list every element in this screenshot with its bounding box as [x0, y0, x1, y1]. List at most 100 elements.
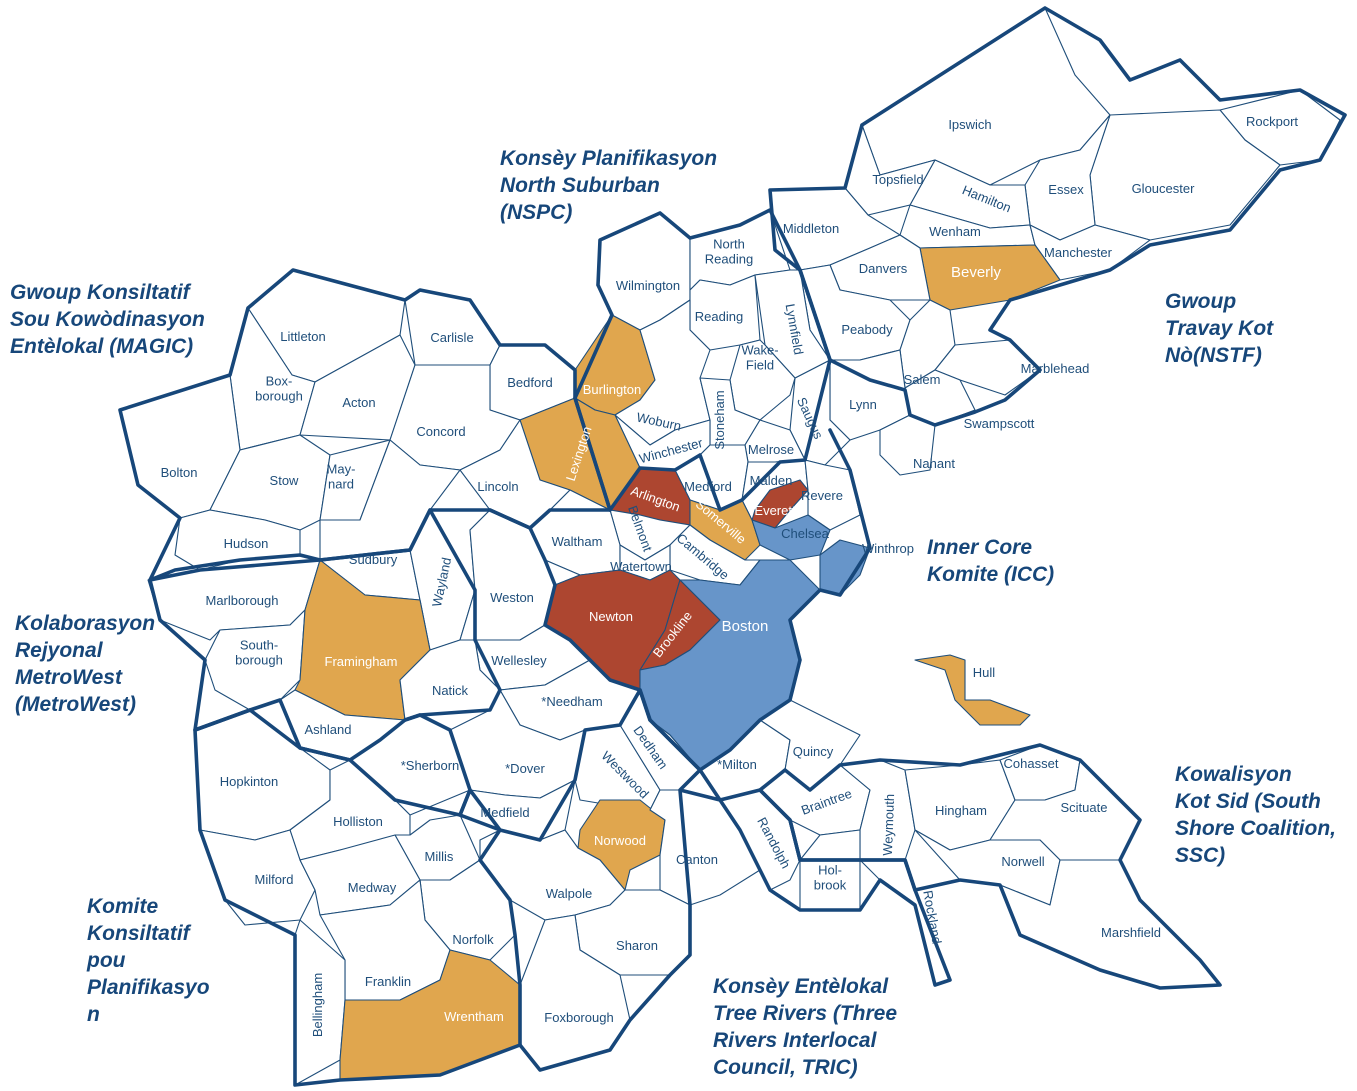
town-label: Danvers: [859, 261, 908, 276]
town-label: Gloucester: [1132, 181, 1196, 196]
town-label: Acton: [342, 395, 375, 410]
town-label: Middleton: [783, 221, 839, 236]
town-label: Hull: [973, 665, 996, 680]
town-label: Bedford: [507, 375, 553, 390]
town-shape-revere: [804, 459, 861, 531]
town-label: *Dover: [505, 761, 545, 776]
region-label-magic: Gwoup Konsiltatif Sou Kowòdinasyon Entèl…: [10, 281, 205, 358]
town-label: Scituate: [1061, 800, 1108, 815]
town-label: Ipswich: [948, 117, 991, 132]
town-label: Rockport: [1246, 114, 1298, 129]
town-label: Marblehead: [1021, 361, 1090, 376]
town-label: Sudbury: [349, 552, 398, 567]
region-label-nstf: Gwoup Travay Kot Nò(NSTF): [1165, 290, 1274, 367]
town-label: Wilmington: [616, 278, 680, 293]
town-label: Beverly: [951, 264, 1002, 281]
town-label: Medford: [684, 479, 732, 494]
town-label: Nahant: [913, 456, 955, 471]
town-label: Stoneham: [712, 390, 727, 449]
region-label-nspc: Konsèy Planifikasyon North Suburban (NSP…: [500, 147, 718, 224]
town-label: Boston: [722, 618, 769, 635]
town-label: Wake-Field: [741, 343, 778, 373]
town-label: Medfield: [480, 805, 529, 820]
town-label: Weymouth: [880, 794, 897, 856]
town-label: Stow: [270, 473, 300, 488]
town-label: Revere: [801, 488, 843, 503]
town-label: Wellesley: [491, 653, 547, 668]
town-label: Millis: [425, 849, 454, 864]
town-label: May-nard: [327, 462, 356, 492]
town-label: Framingham: [325, 654, 398, 669]
town-label: Newton: [589, 609, 633, 624]
town-label: *Milton: [717, 757, 757, 772]
town-shape-everett: [751, 479, 809, 529]
town-label: *Sherborn: [401, 758, 460, 773]
town-label: Walpole: [546, 886, 592, 901]
town-label: Norwood: [594, 833, 646, 848]
boundary-icc-west: [488, 428, 872, 772]
town-label: Foxborough: [544, 1010, 613, 1025]
town-label: Chelsea: [781, 526, 829, 541]
region-label-metrowest: Kolaborasyon Rejyonal MetroWest (MetroWe…: [15, 612, 156, 716]
town-label: Hingham: [935, 803, 987, 818]
town-label: Concord: [416, 424, 465, 439]
town-label: Weston: [490, 590, 534, 605]
town-label: Hudson: [224, 536, 269, 551]
town-label: Holliston: [333, 814, 383, 829]
region-label-tric: Konsèy Entèlokal Tree Rivers (Three Rive…: [713, 975, 898, 1079]
town-label: Reading: [695, 309, 743, 324]
town-label: Norfolk: [452, 932, 494, 947]
town-label: Hopkinton: [220, 774, 279, 789]
town-label: Marlborough: [206, 593, 279, 608]
town-label: Salem: [904, 372, 941, 387]
town-label: Lynn: [849, 397, 877, 412]
town-label: Marshfield: [1101, 925, 1161, 940]
town-label: Malden: [750, 473, 793, 488]
town-label: Wrentham: [444, 1009, 504, 1024]
town-label: Peabody: [841, 322, 893, 337]
town-label: Swampscott: [964, 416, 1035, 431]
town-label: *Needham: [541, 694, 602, 709]
boundary-ssc: [758, 743, 1222, 990]
town-shape-chelsea: [751, 514, 831, 561]
town-label: Burlington: [583, 382, 642, 397]
town-label: Everett: [754, 503, 796, 518]
town-label: Manchester: [1044, 245, 1113, 260]
town-label: Waltham: [552, 534, 603, 549]
region-label-swap: Komite Konsiltatif pou Planifikasyo n: [87, 895, 210, 1026]
town-label: Watertown: [610, 559, 672, 574]
town-label: Box-borough: [255, 374, 303, 404]
town-label: Quincy: [793, 744, 834, 759]
town-label: Littleton: [280, 329, 326, 344]
town-label: Ashland: [305, 722, 352, 737]
boundary-tric: [458, 688, 952, 1072]
town-label: Lincoln: [477, 479, 518, 494]
town-label: Natick: [432, 683, 469, 698]
town-label: Topsfield: [872, 172, 923, 187]
region-label-icc: Inner Core Komite (ICC): [927, 536, 1055, 586]
boundary-magic: [118, 268, 612, 582]
town-label: South-borough: [235, 638, 283, 668]
town-label: Essex: [1048, 182, 1084, 197]
town-label: Melrose: [748, 442, 794, 457]
town-label: Carlisle: [430, 330, 473, 345]
town-label: Cohasset: [1004, 756, 1059, 771]
town-label: Wenham: [929, 224, 981, 239]
town-label: Medway: [348, 880, 397, 895]
town-shape-hull: [914, 654, 1031, 726]
town-label: Winthrop: [862, 541, 914, 556]
boundary-metrowest-south: [403, 713, 472, 817]
region-label-ssc: Kowalisyon Kot Sid (South Shore Coalitio…: [1175, 763, 1337, 867]
town-shape-carlisle: [404, 289, 501, 366]
town-label: Sharon: [616, 938, 658, 953]
town-label: Bellingham: [310, 973, 325, 1037]
town-label: Franklin: [365, 974, 411, 989]
town-label: Norwell: [1001, 854, 1044, 869]
town-label: Bolton: [161, 465, 198, 480]
boundary-swap: [193, 708, 522, 1087]
town-label: Canton: [676, 852, 718, 867]
town-label: Hol-brook: [814, 863, 847, 893]
